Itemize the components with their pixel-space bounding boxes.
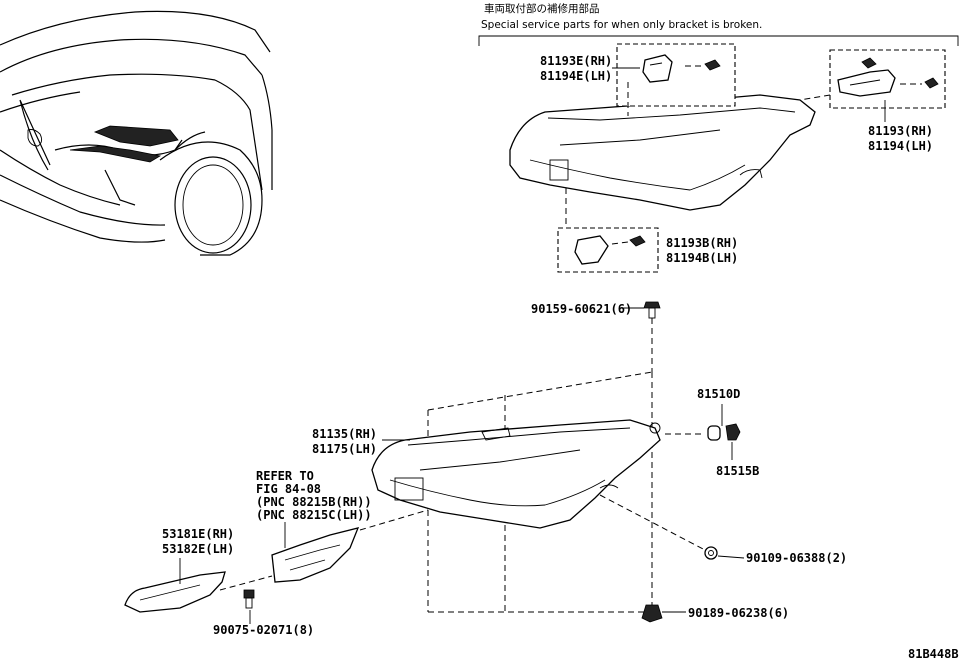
label-bracket-lower-lh: 81194B(LH)	[666, 251, 738, 265]
service-note-jp: 車両取付部の補修用部品	[484, 2, 600, 15]
clip-bottom	[641, 604, 663, 623]
label-bracket-upper-outer-rh: 81193(RH)	[868, 124, 933, 138]
label-bracket-upper-inner-rh: 81193E(RH)	[540, 54, 612, 68]
headlamp-main	[371, 419, 661, 529]
nut-side	[599, 494, 718, 560]
cover-part	[124, 571, 226, 613]
screw-cover	[243, 589, 255, 609]
vehicle-illustration	[0, 10, 273, 256]
label-socket: 81515B	[716, 464, 759, 478]
headlamp-upper	[509, 94, 816, 211]
label-screw-cover: 90075-02071(8)	[213, 623, 314, 637]
refer-bracket-part	[219, 509, 429, 591]
label-cover-rh: 53181E(RH)	[162, 527, 234, 541]
bracket-box-upper-inner	[616, 43, 736, 107]
service-note-en: Special service parts for when only brac…	[481, 19, 762, 31]
label-headlamp-rh: 81135(RH)	[312, 427, 377, 441]
label-nut-side: 90109-06388(2)	[746, 551, 847, 565]
label-bracket-lower-rh: 81193B(RH)	[666, 236, 738, 250]
bracket-box-lower	[557, 227, 659, 273]
label-bracket-upper-inner-lh: 81194E(LH)	[540, 69, 612, 83]
bulb-socket	[665, 404, 741, 460]
bracket-upper-outer	[799, 57, 939, 101]
bolt-top	[643, 301, 661, 319]
label-headlamp-lh: 81175(LH)	[312, 442, 377, 456]
label-cover-lh: 53182E(LH)	[162, 542, 234, 556]
label-refer-2: FIG 84-08	[256, 482, 321, 496]
label-clip-bottom: 90189-06238(6)	[688, 606, 789, 620]
label-refer-1: REFER TO	[256, 469, 314, 483]
label-refer-3: (PNC 88215B(RH))	[256, 495, 372, 509]
label-bolt-top: 90159-60621(6)	[531, 302, 632, 316]
bracket-lower	[565, 188, 646, 265]
bracket-upper-inner	[627, 54, 721, 116]
label-refer-4: (PNC 88215C(LH))	[256, 508, 372, 522]
service-note-bracket	[478, 35, 959, 46]
diagram-id: 81B448B	[908, 647, 959, 661]
label-bulb: 81510D	[697, 387, 740, 401]
label-bracket-upper-outer-lh: 81194(LH)	[868, 139, 933, 153]
